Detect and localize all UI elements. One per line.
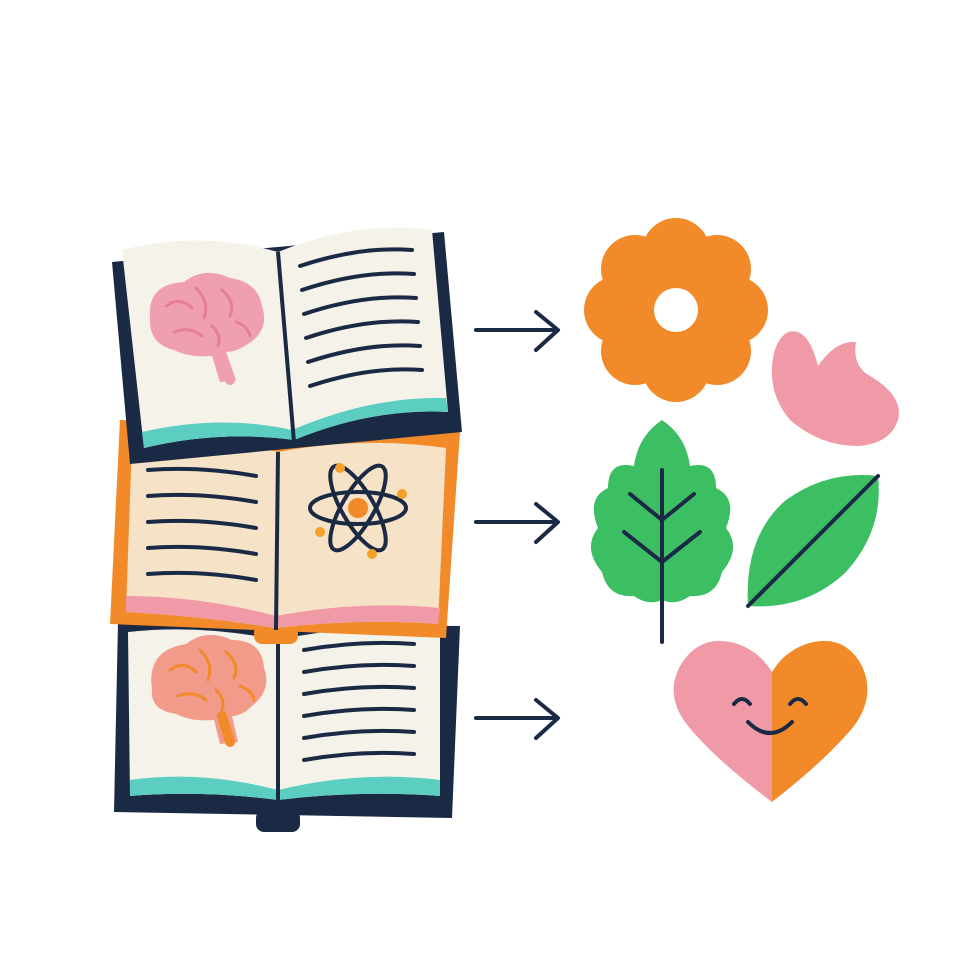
book-top-text-lines <box>298 247 424 388</box>
leaf-icon <box>746 474 880 608</box>
book-middle-left-edge <box>126 596 276 628</box>
book-top <box>112 227 462 464</box>
smiling-heart-icon <box>673 640 868 802</box>
book-bottom-left-edge <box>130 776 278 800</box>
tulip-icon <box>771 331 899 446</box>
book-middle <box>110 420 460 644</box>
oak-leaf-icon <box>590 420 734 644</box>
book-middle-right-edge <box>276 605 440 628</box>
book-top-left-edge <box>142 422 294 448</box>
brain-icon <box>149 272 265 385</box>
arrow-right-icon <box>474 502 560 544</box>
atom-icon <box>308 463 408 559</box>
smiley-face <box>732 697 808 735</box>
book-middle-right-page <box>276 442 446 628</box>
book-bottom-spine-tab <box>256 810 300 832</box>
book-middle-text-lines <box>146 466 258 582</box>
book-top-right-edge <box>292 397 448 440</box>
book-middle-gutter <box>274 451 280 631</box>
brain-icon <box>151 634 267 747</box>
arrow-right-icon <box>474 310 560 352</box>
book-bottom <box>114 622 460 832</box>
book-bottom-text-lines <box>302 640 416 762</box>
book-top-right-page <box>278 227 448 440</box>
book-middle-left-page <box>126 438 278 628</box>
arrow-right-icon <box>474 698 560 740</box>
book-bottom-right-edge <box>278 776 440 800</box>
flower-icon <box>584 218 768 402</box>
book-bottom-right-page <box>278 628 440 800</box>
book-top-gutter <box>276 251 296 443</box>
